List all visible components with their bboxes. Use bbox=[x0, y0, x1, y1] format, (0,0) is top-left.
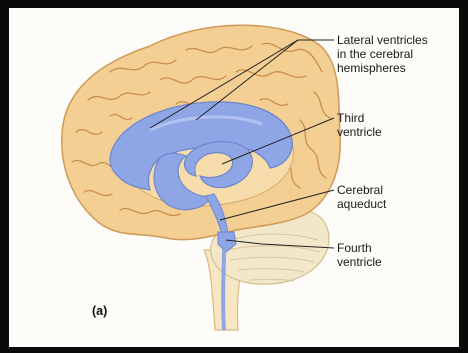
label-third-line-1: Third bbox=[337, 111, 382, 125]
label-lateral-line-1: Lateral ventricles bbox=[337, 33, 428, 47]
label-lateral-ventricles: Lateral ventricles in the cerebral hemis… bbox=[337, 33, 428, 75]
label-cerebral-aqueduct: Cerebral aqueduct bbox=[337, 183, 386, 211]
label-fourth-ventricle: Fourth ventricle bbox=[337, 241, 382, 269]
panel-label: (a) bbox=[92, 304, 107, 318]
label-lateral-line-2: in the cerebral bbox=[337, 47, 428, 61]
label-lateral-line-3: hemispheres bbox=[337, 61, 428, 75]
label-fourth-line-2: ventricle bbox=[337, 255, 382, 269]
label-aqueduct-line-2: aqueduct bbox=[337, 197, 386, 211]
label-third-line-2: ventricle bbox=[337, 125, 382, 139]
label-third-ventricle: Third ventricle bbox=[337, 111, 382, 139]
central-canal bbox=[223, 250, 224, 330]
label-fourth-line-1: Fourth bbox=[337, 241, 382, 255]
label-aqueduct-line-1: Cerebral bbox=[337, 183, 386, 197]
